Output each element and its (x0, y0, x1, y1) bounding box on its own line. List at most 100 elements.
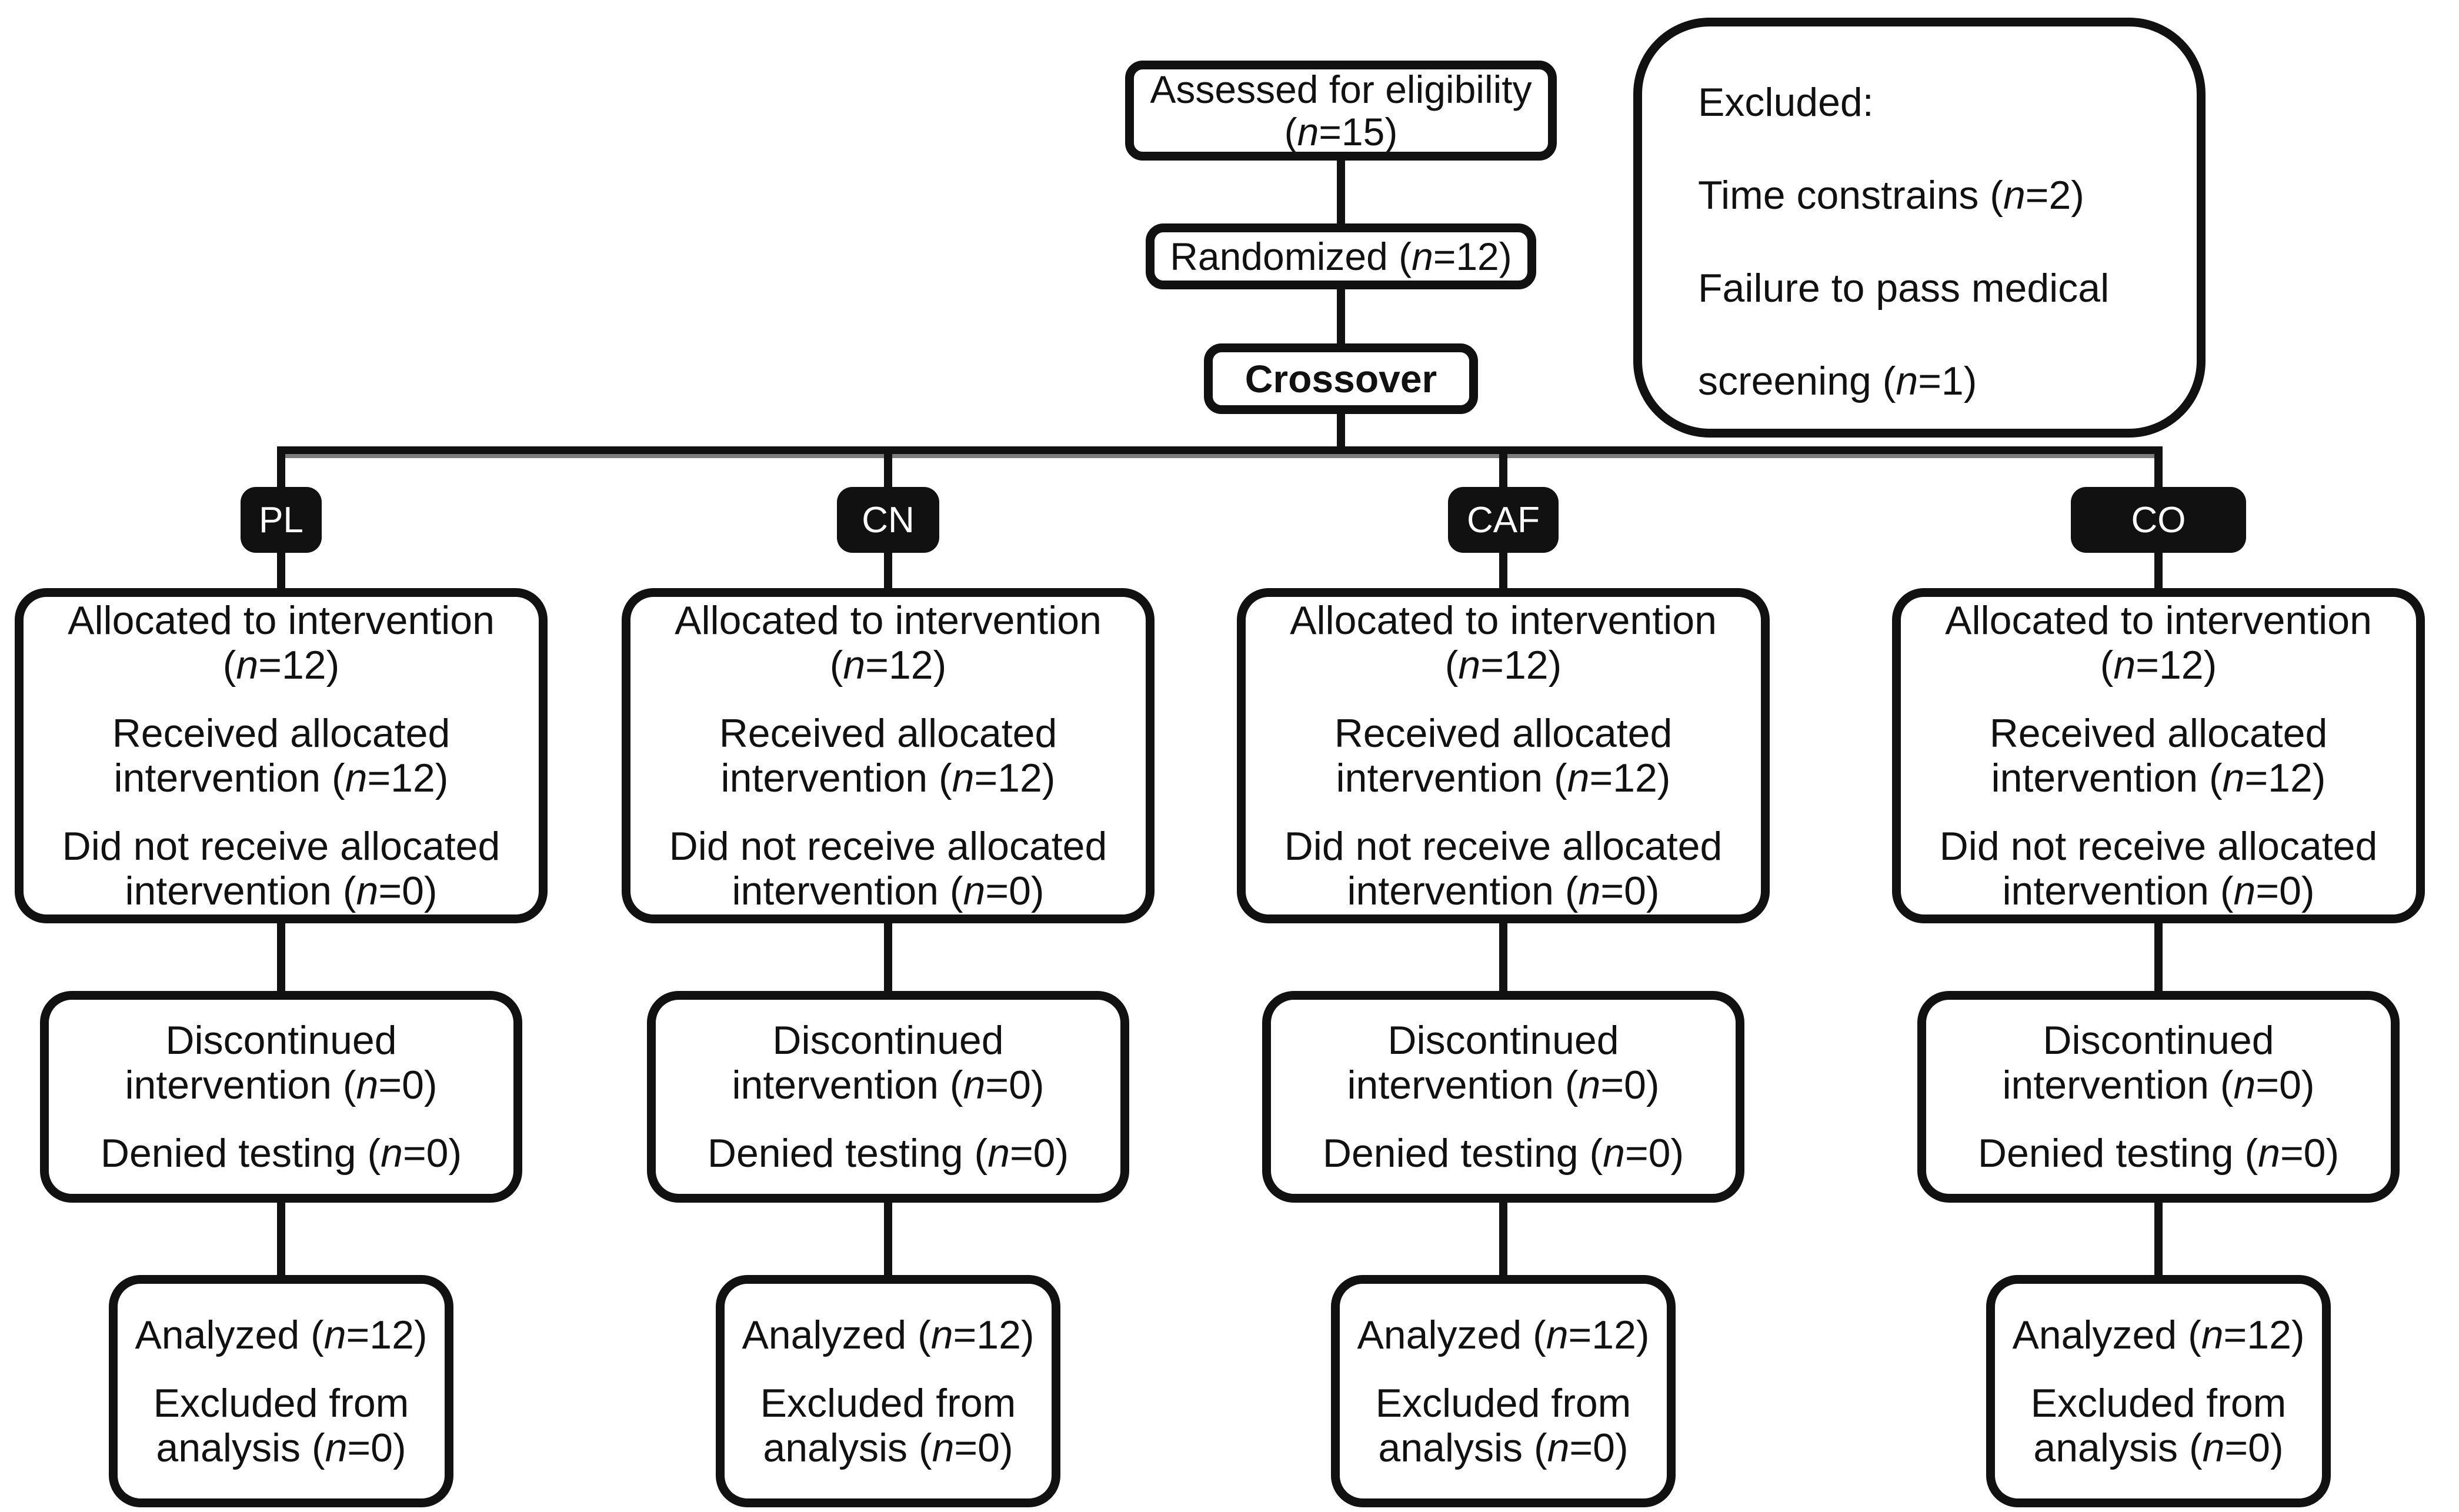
text-line: Excluded from (2030, 1380, 2287, 1426)
text-line: intervention (n=12) (1336, 756, 1671, 800)
text-line: (n=12) (222, 643, 340, 687)
connector-allocated-discontinued-caf (1499, 920, 1507, 997)
discontinued-paragraph: Discontinued intervention (n=0) (1347, 1018, 1659, 1107)
text-line: intervention (n=0) (1347, 1063, 1660, 1107)
text-line: intervention (n=12) (1991, 756, 2326, 800)
text-line: Received allocated (1989, 711, 2328, 756)
text-line: Assessed for eligibility (1150, 68, 1532, 111)
connector-discontinued-analyzed-caf (1499, 1200, 1507, 1279)
connector-assessed-randomized (1337, 156, 1345, 227)
allocated-box-cn: Allocated to intervention (n=12) Receive… (622, 588, 1155, 923)
text-line: Allocated to intervention (1290, 598, 1717, 643)
allocated-paragraph: Allocated to intervention (n=12) (68, 598, 495, 687)
not-received-paragraph: Did not receive allocated intervention (… (1940, 824, 2378, 913)
text-line: intervention (n=12) (720, 756, 1056, 800)
text-line: Did not receive allocated (62, 824, 501, 869)
text-line: Randomized (n=12) (1170, 235, 1512, 278)
text-line: Received allocated (1334, 711, 1673, 756)
discontinued-paragraph: Discontinued intervention (n=0) (732, 1018, 1044, 1107)
not-received-paragraph: Did not receive allocated intervention (… (1284, 824, 1723, 913)
text-line: Denied testing (n=0) (100, 1131, 462, 1176)
text-line: Analyzed (n=12) (135, 1312, 428, 1357)
analyzed-paragraph: Analyzed (n=12) (742, 1313, 1034, 1357)
discontinued-box-co: Discontinued intervention (n=0) Denied t… (1917, 991, 2400, 1203)
allocated-box-caf: Allocated to intervention (n=12) Receive… (1237, 588, 1770, 923)
connector-randomized-crossover (1337, 283, 1345, 347)
arm-badge-cn: CN (837, 487, 939, 553)
branch-line (277, 446, 2163, 454)
allocated-paragraph: Allocated to intervention (n=12) (1945, 598, 2372, 687)
discontinued-box-cn: Discontinued intervention (n=0) Denied t… (647, 991, 1129, 1203)
text-line: Crossover (1244, 357, 1437, 400)
text-line: Discontinued (2043, 1018, 2274, 1063)
connector-discontinued-analyzed-cn (884, 1200, 892, 1279)
text-line: Received allocated (719, 711, 1057, 756)
text-line: analysis (n=0) (156, 1425, 406, 1470)
arm-badge-co: CO (2071, 487, 2246, 553)
connector-crossover-branch (1337, 409, 1345, 450)
text-line: Failure to pass medical (1698, 266, 2110, 311)
not-received-paragraph: Did not receive allocated intervention (… (62, 824, 501, 913)
text-line: Allocated to intervention (68, 598, 495, 643)
connector-allocated-discontinued-pl (277, 920, 285, 997)
arm-badge-caf: CAF (1448, 487, 1559, 553)
text-line: Denied testing (n=0) (1977, 1131, 2340, 1176)
connector-discontinued-analyzed-pl (277, 1200, 285, 1279)
denied-testing-paragraph: Denied testing (n=0) (1323, 1131, 1684, 1176)
discontinued-box-pl: Discontinued intervention (n=0) Denied t… (40, 991, 522, 1203)
excluded-box: Excluded: Time constrains (n=2) Failure … (1633, 18, 2206, 438)
received-paragraph: Received allocated intervention (n=12) (112, 711, 451, 800)
crossover-box: Crossover (1204, 343, 1478, 414)
allocated-box-pl: Allocated to intervention (n=12) Receive… (15, 588, 548, 923)
allocated-paragraph: Allocated to intervention (n=12) (675, 598, 1102, 687)
text-line: intervention (n=0) (1347, 869, 1660, 913)
discontinued-paragraph: Discontinued intervention (n=0) (125, 1018, 437, 1107)
excluded-from-analysis-paragraph: Excluded from analysis (n=0) (2031, 1381, 2287, 1470)
text-line: intervention (n=0) (732, 869, 1045, 913)
denied-testing-paragraph: Denied testing (n=0) (101, 1131, 462, 1176)
analyzed-paragraph: Analyzed (n=12) (2012, 1313, 2304, 1357)
connector-allocated-discontinued-cn (884, 920, 892, 997)
denied-testing-paragraph: Denied testing (n=0) (708, 1131, 1069, 1176)
allocated-paragraph: Allocated to intervention (n=12) (1290, 598, 1717, 687)
text-line: Analyzed (n=12) (742, 1312, 1035, 1357)
text-line: Time constrains (n=2) (1698, 173, 2084, 218)
text-line: Received allocated (112, 711, 451, 756)
analyzed-box-cn: Analyzed (n=12) Excluded from analysis (… (716, 1275, 1060, 1507)
received-paragraph: Received allocated intervention (n=12) (1334, 711, 1673, 800)
text-line: Discontinued (772, 1018, 1004, 1063)
text-line: Discontinued (165, 1018, 397, 1063)
text-line: Denied testing (n=0) (707, 1131, 1069, 1176)
text-line: Analyzed (n=12) (1357, 1312, 1650, 1357)
text-line: intervention (n=0) (125, 1063, 438, 1107)
text-line: Excluded from (760, 1380, 1016, 1426)
discontinued-paragraph: Discontinued intervention (n=0) (2002, 1018, 2314, 1107)
excluded-from-analysis-paragraph: Excluded from analysis (n=0) (1376, 1381, 1631, 1470)
arm-badge-pl: PL (241, 487, 322, 553)
text-line: Denied testing (n=0) (1322, 1131, 1684, 1176)
not-received-paragraph: Did not receive allocated intervention (… (669, 824, 1107, 913)
allocated-box-co: Allocated to intervention (n=12) Receive… (1892, 588, 2425, 923)
text-line: intervention (n=0) (2002, 869, 2315, 913)
text-line: intervention (n=0) (125, 869, 438, 913)
text-line: Allocated to intervention (1945, 598, 2372, 643)
text-line: (n=12) (2100, 643, 2217, 687)
text-line: analysis (n=0) (1378, 1425, 1629, 1470)
text-line: Allocated to intervention (675, 598, 1102, 643)
received-paragraph: Received allocated intervention (n=12) (1990, 711, 2328, 800)
analyzed-paragraph: Analyzed (n=12) (135, 1313, 427, 1357)
text-line: Did not receive allocated (1284, 824, 1723, 869)
analyzed-box-pl: Analyzed (n=12) Excluded from analysis (… (109, 1275, 453, 1507)
text-line: analysis (n=0) (2033, 1425, 2284, 1470)
text-line: Did not receive allocated (669, 824, 1107, 869)
connector-allocated-discontinued-co (2154, 920, 2163, 997)
text-line: (n=12) (1444, 643, 1562, 687)
text-line: (n=12) (829, 643, 947, 687)
analyzed-box-co: Analyzed (n=12) Excluded from analysis (… (1986, 1275, 2331, 1507)
text-line: (n=15) (1284, 110, 1398, 153)
text-line: intervention (n=12) (114, 756, 449, 800)
text-line: Did not receive allocated (1939, 824, 2378, 869)
text-line: Excluded from (1375, 1380, 1631, 1426)
text-line: analysis (n=0) (763, 1425, 1013, 1470)
text-line: intervention (n=0) (2002, 1063, 2315, 1107)
